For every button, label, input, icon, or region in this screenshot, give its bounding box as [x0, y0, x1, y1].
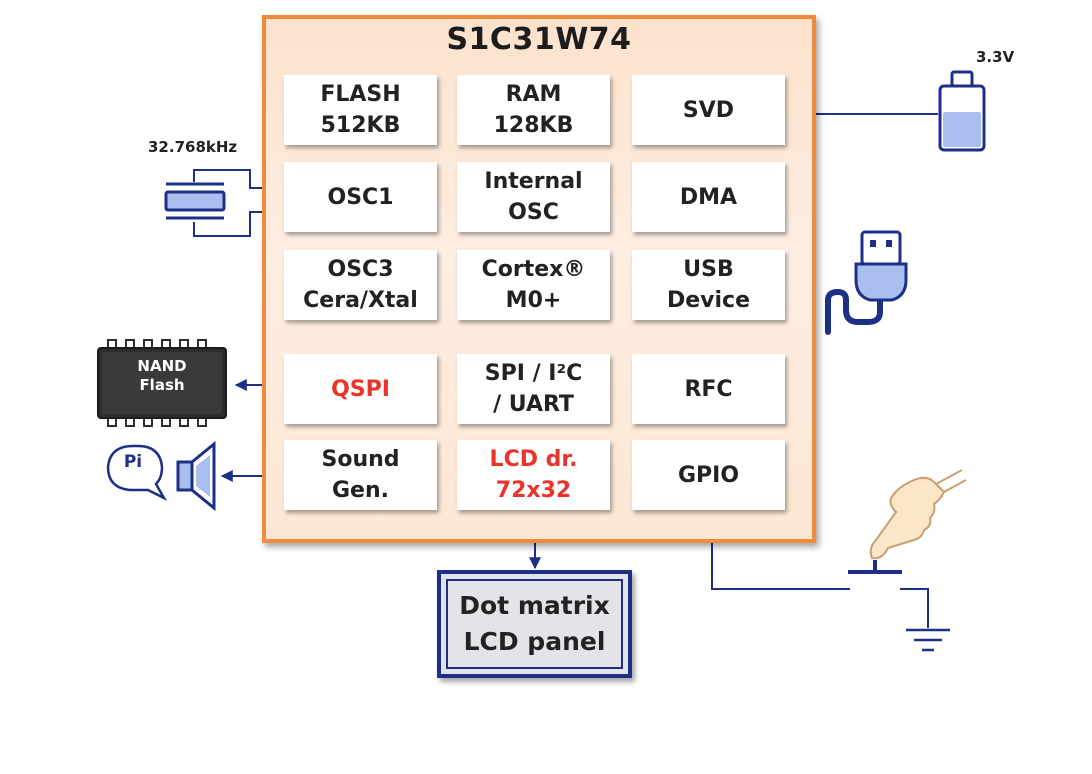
block-lcd-driver-line-1: LCD dr.: [489, 447, 578, 472]
block-osc3-line-2: Cera/Xtal: [303, 288, 418, 313]
block-dma: DMA: [632, 162, 785, 232]
block-qspi-line-1: QSPI: [331, 376, 390, 402]
battery-voltage-label: 3.3V: [976, 48, 1015, 66]
block-osc1-line-1: OSC1: [327, 184, 394, 210]
block-cortex-line-2: M0+: [505, 288, 562, 313]
block-sound-gen-line-2: Gen.: [332, 478, 389, 503]
push-switch-icon: [848, 560, 902, 574]
block-cortex-line-1: Cortex®: [481, 257, 586, 282]
block-usb-line-2: Device: [666, 288, 751, 313]
block-sound-gen-line-1: Sound: [321, 447, 400, 472]
speaker-sound-label: Pi: [123, 452, 143, 472]
block-ram-line-2: 128KB: [493, 113, 574, 138]
lcd-panel-line-1: Dot matrix: [459, 591, 610, 620]
speech-bubble-icon: [106, 444, 168, 501]
lcd-panel-label: Dot matrix LCD panel: [446, 579, 623, 669]
pointing-hand-icon: [869, 469, 967, 560]
block-ram: RAM 128KB: [457, 75, 610, 145]
lcd-panel-line-2: LCD panel: [463, 627, 606, 656]
block-gpio: GPIO: [632, 440, 785, 510]
block-gpio-line-1: GPIO: [677, 462, 740, 488]
block-qspi: QSPI: [284, 354, 437, 424]
ground-icon: [906, 628, 950, 652]
block-usb-line-1: USB: [683, 257, 734, 282]
block-lcd-driver: LCD dr. 72x32: [457, 440, 610, 510]
block-osc3-line-1: OSC3: [327, 257, 394, 282]
block-ram-line-1: RAM: [505, 82, 562, 107]
battery-icon: [938, 70, 986, 152]
block-spi-i2c-uart-line-1: SPI / I²C: [484, 361, 583, 386]
chip-title: S1C31W74: [446, 22, 632, 57]
block-internal-osc-line-2: OSC: [508, 200, 559, 225]
block-svd-line-1: SVD: [682, 97, 735, 123]
usb-plug-icon: [825, 230, 908, 335]
block-dma-line-1: DMA: [679, 184, 738, 210]
crystal-frequency-label: 32.768kHz: [148, 138, 238, 156]
block-rfc-line-1: RFC: [684, 376, 733, 402]
block-flash-line-1: FLASH: [320, 82, 401, 107]
block-flash: FLASH 512KB: [284, 75, 437, 145]
speaker-icon: [176, 440, 216, 512]
block-flash-line-2: 512KB: [320, 113, 401, 138]
block-rfc: RFC: [632, 354, 785, 424]
nand-flash-label: NAND Flash: [100, 357, 224, 395]
block-usb: USB Device: [632, 250, 785, 320]
lcd-panel: Dot matrix LCD panel: [437, 570, 632, 678]
crystal-icon: [164, 182, 226, 220]
nand-label-line-2: Flash: [139, 376, 185, 394]
block-spi-i2c-uart-line-2: / UART: [493, 392, 574, 417]
block-cortex: Cortex® M0+: [457, 250, 610, 320]
block-osc1: OSC1: [284, 162, 437, 232]
wire-switch-ground: [900, 588, 929, 628]
block-svd: SVD: [632, 75, 785, 145]
block-internal-osc-line-1: Internal: [484, 169, 583, 194]
block-spi-i2c-uart: SPI / I²C / UART: [457, 354, 610, 424]
nand-label-line-1: NAND: [137, 357, 187, 375]
nand-flash-chip-icon: [97, 339, 227, 427]
block-lcd-driver-line-2: 72x32: [495, 478, 572, 503]
